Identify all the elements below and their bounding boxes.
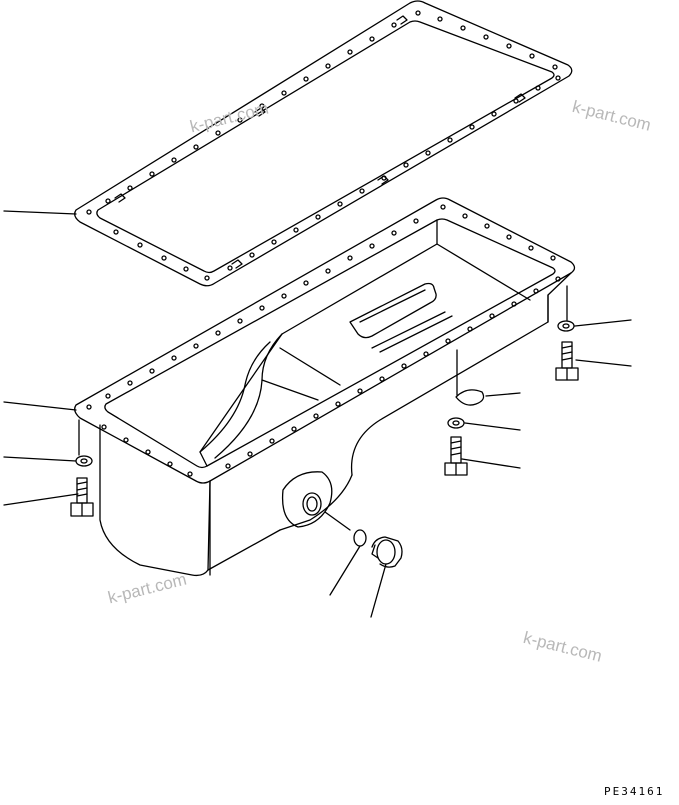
washer-right	[557, 285, 575, 332]
leader-lines	[3, 210, 632, 618]
o-ring-small	[455, 349, 485, 406]
oil-pan	[74, 197, 576, 577]
washer-left	[75, 419, 93, 467]
o-ring-drain	[324, 511, 367, 547]
bolt-left	[70, 477, 94, 517]
pan-bolt-holes	[86, 204, 561, 477]
oil-pan-gasket	[74, 0, 573, 287]
gasket-bolt-holes	[86, 10, 561, 281]
washer-middle	[447, 417, 465, 429]
bolt-middle	[444, 436, 468, 476]
drain-plug	[371, 536, 403, 568]
drawing-code: PE34161	[604, 785, 665, 798]
bolt-right	[555, 341, 579, 381]
